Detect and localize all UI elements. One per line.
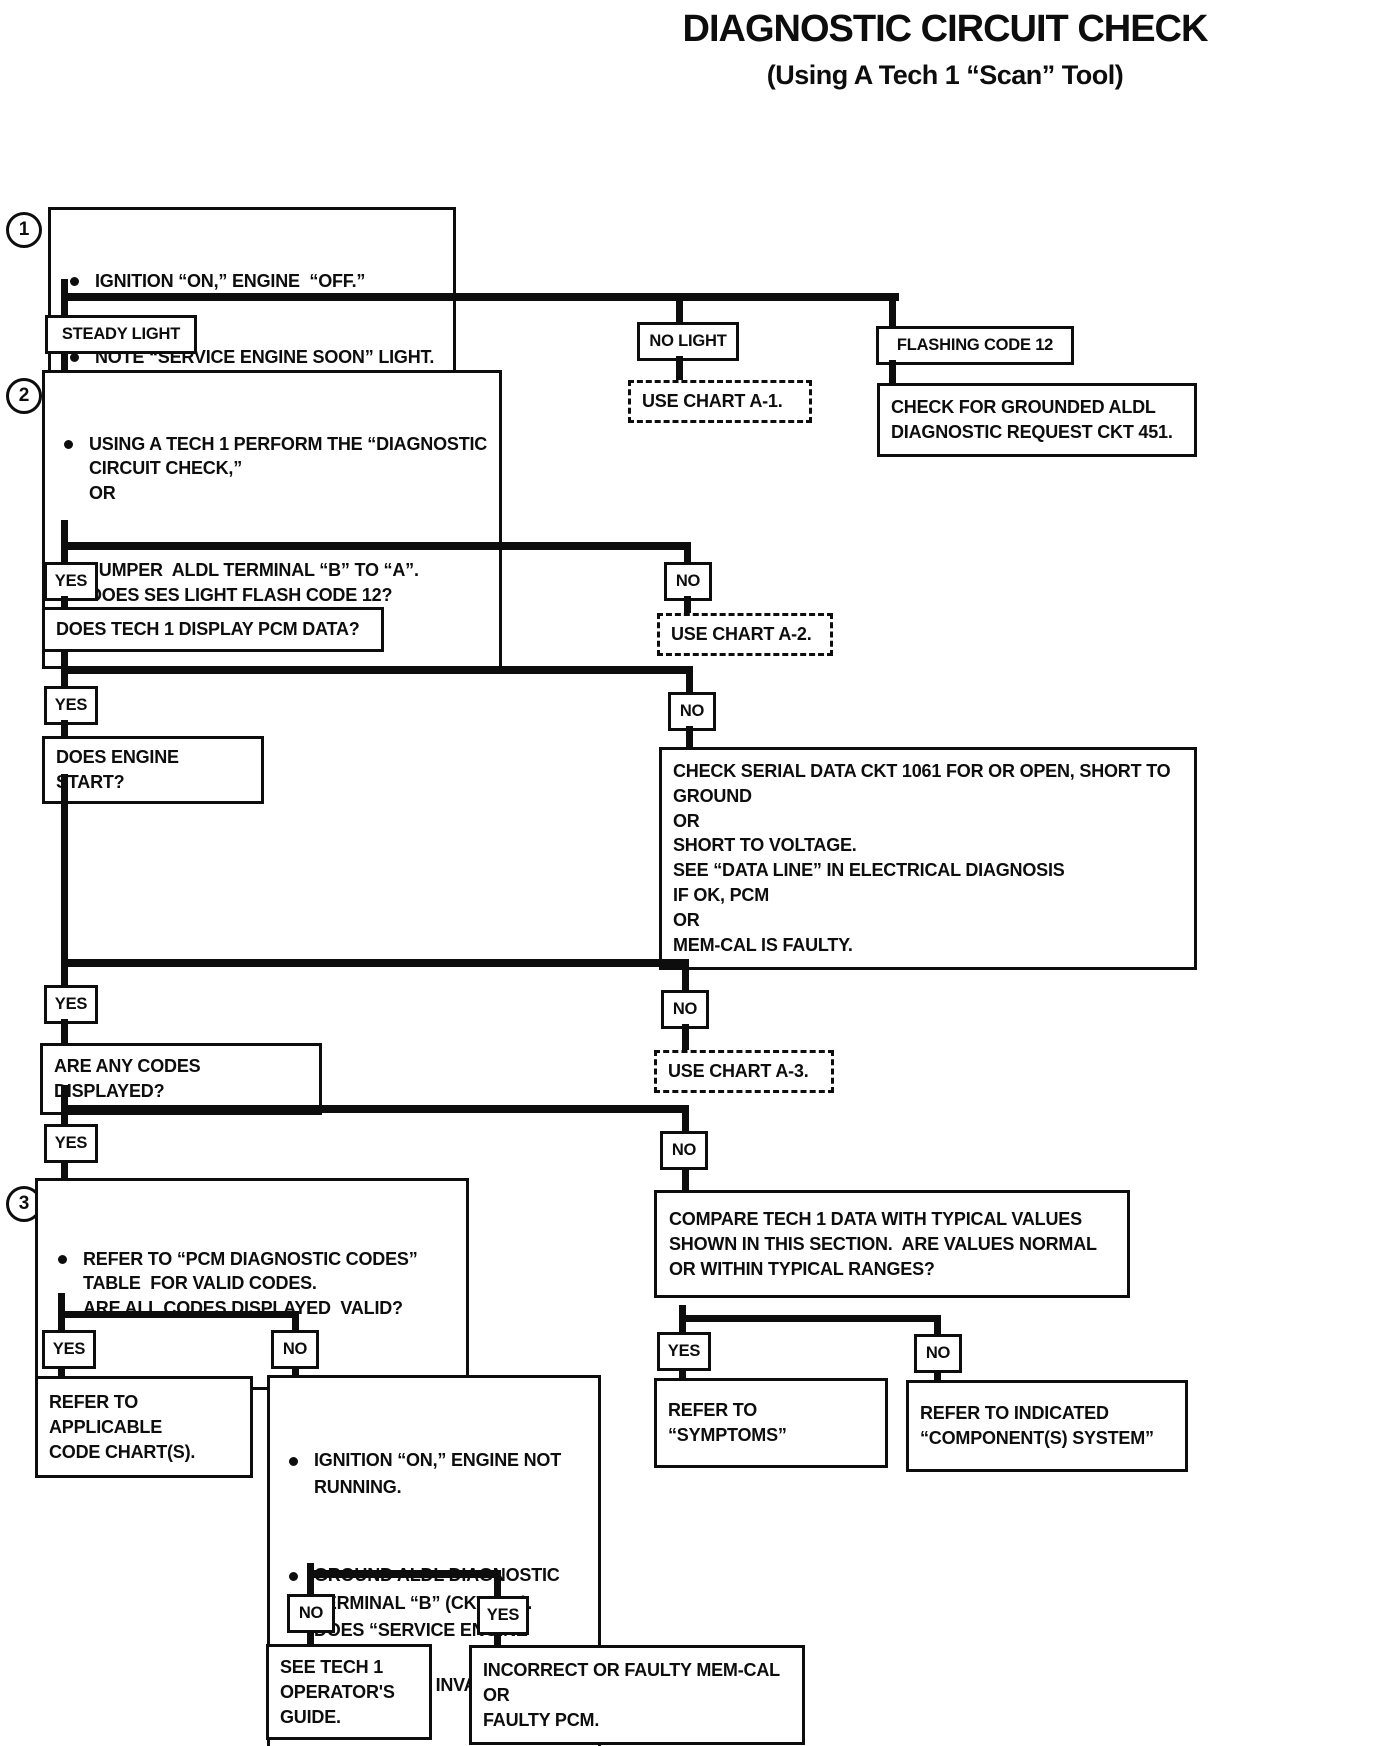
check-grounded-aldl-box: CHECK FOR GROUNDED ALDL DIAGNOSTIC REQUE… [877, 383, 1197, 457]
connector-line [292, 1366, 299, 1375]
refer-pcm-codes-box: REFER TO “PCM DIAGNOSTIC CODES” TABLE FO… [35, 1178, 469, 1390]
connector-line [684, 596, 691, 613]
connector-line [934, 1322, 941, 1334]
decision-yes-5: YES [42, 1330, 96, 1369]
connector-line [58, 1318, 65, 1330]
connector-line [61, 649, 68, 670]
bullet-icon [58, 1254, 67, 1264]
connector-line [61, 1085, 68, 1109]
connector-line [307, 1630, 314, 1644]
connector-line [676, 301, 683, 322]
see-tech1-guide-box: SEE TECH 1 OPERATOR'S GUIDE. [266, 1644, 432, 1741]
connector-line [889, 301, 896, 326]
decision-no-2: NO [668, 692, 716, 731]
decision-yes-1: YES [44, 562, 98, 601]
connector-line [682, 1167, 689, 1190]
bullet-icon [289, 1572, 298, 1582]
are-codes-displayed-box: ARE ANY CODES DISPLAYED? [40, 1043, 322, 1115]
connector-line [61, 293, 899, 301]
does-tech1-display-box: DOES TECH 1 DISPLAY PCM DATA? [42, 607, 384, 652]
connector-line [58, 1293, 65, 1317]
decision-no-5: NO [271, 1330, 319, 1369]
connector-line [682, 1113, 689, 1131]
connector-line [61, 967, 68, 985]
connector-line [58, 1366, 65, 1376]
connector-line [58, 1311, 299, 1318]
connector-line [889, 360, 896, 383]
page-subtitle: (Using A Tech 1 “Scan” Tool) [766, 60, 1124, 90]
connector-line [676, 356, 683, 380]
connector-line [61, 959, 689, 967]
use-chart-a1-box: USE CHART A-1. [628, 380, 812, 423]
connector-line [61, 548, 68, 562]
step-marker-1: 1 [6, 212, 42, 248]
connector-line [61, 674, 68, 686]
decision-no-6: NO [914, 1334, 962, 1373]
branch-flashing-code-12: FLASHING CODE 12 [876, 326, 1074, 365]
connector-line [61, 1019, 68, 1043]
tech1-diagnostic-item-1: USING A TECH 1 PERFORM THE “DIAGNOSTIC C… [89, 433, 488, 504]
start-line-2: NOTE “SERVICE ENGINE SOON” LIGHT. [95, 347, 435, 368]
connector-line [679, 1305, 686, 1322]
decision-no-4: NO [660, 1131, 708, 1170]
refer-pcm-codes-item: REFER TO “PCM DIAGNOSTIC CODES” TABLE FO… [83, 1248, 418, 1319]
decision-yes-3: YES [44, 985, 98, 1024]
bullet-icon [70, 276, 79, 286]
bullet-icon [70, 353, 79, 363]
connector-line [61, 1113, 68, 1124]
connector-line [686, 674, 693, 692]
branch-steady-light: STEADY LIGHT [45, 315, 197, 354]
connector-line [307, 1570, 501, 1578]
compare-tech1-data-box: COMPARE TECH 1 DATA WITH TYPICAL VALUES … [654, 1190, 1130, 1299]
step-marker-2: 2 [6, 378, 42, 414]
connector-line [292, 1318, 299, 1330]
page-title: DIAGNOSTIC CIRCUIT CHECK [682, 8, 1209, 50]
use-chart-a2-box: USE CHART A-2. [657, 613, 833, 656]
decision-yes-2: YES [44, 686, 98, 725]
connector-line [61, 666, 693, 674]
connector-line [682, 967, 689, 990]
use-chart-a3-box: USE CHART A-3. [654, 1050, 834, 1093]
connector-line [684, 550, 691, 562]
connector-line [61, 299, 68, 315]
connector-line [61, 1105, 689, 1113]
refer-component-system-box: REFER TO INDICATED “COMPONENT(S) SYSTEM” [906, 1380, 1188, 1472]
connector-line [61, 596, 68, 607]
connector-line [686, 726, 693, 747]
decision-yes-4: YES [44, 1124, 98, 1163]
branch-no-light: NO LIGHT [637, 322, 739, 361]
decision-yes-7: YES [477, 1596, 529, 1635]
connector-line [61, 279, 68, 299]
bullet-icon [289, 1456, 298, 1466]
connector-line [679, 1315, 941, 1322]
connector-line [494, 1578, 501, 1596]
check-serial-data-box: CHECK SERIAL DATA CKT 1061 FOR OR OPEN, … [659, 747, 1197, 970]
connector-line [61, 351, 68, 370]
ignition-item-1: IGNITION “ON,” ENGINE NOT RUNNING. [314, 1449, 562, 1498]
refer-symptoms-box: REFER TO “SYMPTOMS” [654, 1378, 888, 1468]
incorrect-memcal-box: INCORRECT OR FAULTY MEM-CAL OR FAULTY PC… [469, 1645, 805, 1746]
decision-no-3: NO [661, 990, 709, 1029]
connector-line [61, 774, 68, 966]
connector-line [679, 1322, 686, 1332]
decision-no-7: NO [287, 1594, 335, 1633]
connector-line [934, 1370, 941, 1380]
refer-code-charts-box: REFER TO APPLICABLE CODE CHART(S). [35, 1376, 253, 1479]
connector-line [61, 720, 68, 736]
connector-line [61, 542, 691, 550]
decision-yes-6: YES [657, 1332, 711, 1371]
connector-line [307, 1578, 314, 1594]
connector-line [61, 1160, 68, 1178]
tech1-diagnostic-item-2: JUMPER ALDL TERMINAL “B” TO “A”. DOES SE… [89, 559, 419, 605]
connector-line [61, 520, 68, 548]
connector-line [494, 1632, 501, 1645]
bullet-icon [64, 439, 73, 449]
connector-line [679, 1368, 686, 1378]
start-line-1: IGNITION “ON,” ENGINE “OFF.” [95, 270, 366, 291]
decision-no-1: NO [664, 562, 712, 601]
does-engine-start-box: DOES ENGINE START? [42, 736, 264, 804]
connector-line [682, 1024, 689, 1050]
